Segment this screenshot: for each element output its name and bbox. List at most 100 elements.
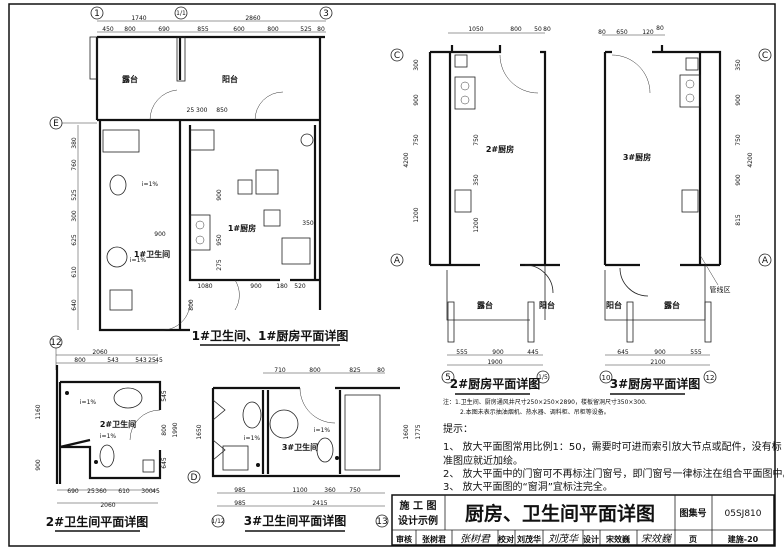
dim: 300: [413, 59, 420, 71]
room-label: 阳台: [539, 300, 555, 310]
axis-label: 1/12: [211, 518, 225, 525]
note-item: 2、 放大平面中的门窗可不再标注门窗号，即门窗号一律标注在组合平面图中。: [443, 467, 784, 480]
notes: 注：1.卫生间、厨房通风井尺寸250×250×2890，楼板留洞尺寸350×30…: [443, 398, 784, 493]
room-label: 3#厨房: [623, 152, 651, 162]
dim: 445: [527, 349, 539, 356]
bathtub: [344, 394, 381, 471]
dim: 1200: [413, 207, 420, 222]
plan-title: 3#卫生间平面详图: [244, 513, 346, 528]
washbasin-round: [269, 409, 299, 439]
dim: 520: [294, 283, 306, 290]
room-label: 露台: [477, 300, 493, 310]
dim: 750: [473, 134, 480, 146]
dim: 600: [233, 26, 245, 33]
room-label: 露台: [122, 74, 138, 84]
dim: 2100: [650, 359, 665, 366]
axis-label: D: [191, 473, 198, 483]
note-small: 注：1.卫生间、厨房通风井尺寸250×250×2890，楼板留洞尺寸350×30…: [443, 398, 647, 406]
dim: 900: [492, 349, 504, 356]
sink: [454, 189, 472, 213]
dim: 800: [74, 357, 86, 364]
designer-signature: 宋效巍: [641, 533, 673, 545]
stove: [454, 76, 476, 110]
dim: 2060: [92, 349, 107, 356]
dim: 1080: [197, 283, 212, 290]
dim: 1775: [415, 424, 422, 439]
washbasin: [242, 401, 262, 429]
design-label: 设计: [583, 534, 599, 544]
dim: 825: [349, 367, 361, 374]
axis-label: C: [394, 51, 400, 61]
dim: 1990: [172, 422, 179, 437]
flue-icon: [300, 133, 314, 147]
slope: i=1%: [130, 257, 147, 264]
dim: 800: [309, 367, 321, 374]
note-item: 1、 放大平面图常用比例1：50，需要时可进而索引放大节点或配件，没有标: [443, 440, 782, 453]
toilet: [99, 444, 115, 468]
note-small: 2.本图未表示抽油烟机、热水器、调料柜、吊柜等设备。: [460, 408, 610, 416]
dim: 80: [317, 26, 325, 33]
plan-3-bathroom: 710 800 825 80 3#卫生间 i=1% i=1% D 1650 16…: [187, 367, 422, 532]
dim: 800: [161, 424, 168, 436]
dim: 850: [216, 107, 228, 114]
dim: 50: [534, 26, 542, 33]
plan-1-bath-kitchen: 1 1/1 3 E 1740 2860 450 800 690 855 600 …: [49, 6, 348, 346]
dim: 525: [300, 26, 312, 33]
dim: 625: [71, 234, 78, 246]
dim: 45: [155, 357, 163, 364]
dim: 555: [456, 349, 468, 356]
room-label: 2#卫生间: [100, 419, 136, 429]
axis-label: 3: [323, 9, 329, 19]
axis-label: 1/5: [538, 374, 548, 381]
washbasin: [113, 387, 143, 409]
axis-label: 13: [376, 517, 387, 527]
dim: 1900: [487, 359, 502, 366]
axis-label: E: [53, 119, 59, 129]
plan-title: 3#厨房平面详图: [610, 376, 700, 391]
room-label: 露台: [664, 300, 680, 310]
dim: 4200: [747, 152, 754, 167]
dim: 610: [71, 266, 78, 278]
dim: 80: [377, 367, 385, 374]
dim: 80: [598, 29, 606, 36]
dim: 800: [188, 299, 195, 311]
dim: 2860: [245, 15, 260, 22]
checker-signature: 刘茂华: [548, 533, 579, 545]
washing-machine: [109, 289, 133, 311]
dim: 120: [642, 29, 654, 36]
dim: 760: [71, 159, 78, 171]
dim: 645: [161, 457, 168, 469]
dim: 710: [274, 367, 286, 374]
dim: 45: [152, 488, 160, 495]
plan-title: 2#卫生间平面详图: [46, 514, 148, 529]
dim: 350: [302, 220, 314, 227]
axis-bubbles: 1 1/1 3 E: [49, 6, 333, 130]
dim: 690: [67, 488, 79, 495]
reviewer-name: 张树君: [422, 534, 446, 544]
dim: 690: [158, 26, 170, 33]
check-label: 校对: [498, 534, 514, 544]
reviewer-signature: 张树君: [460, 533, 492, 545]
dim: 2060: [100, 502, 115, 509]
dim: 900: [216, 189, 223, 201]
dim: 350: [735, 59, 742, 71]
toilet: [316, 437, 334, 463]
dim: 800: [510, 26, 522, 33]
dim: 300: [141, 488, 153, 495]
dim: 275: [216, 259, 223, 271]
dim: 25: [87, 488, 95, 495]
stove: [679, 74, 701, 108]
dim: 900: [735, 94, 742, 106]
axis-label: 12: [706, 374, 715, 382]
note-item: 3、 放大平面图的“窗洞”宜标注完全。: [443, 480, 613, 493]
dim: 950: [216, 234, 223, 246]
sink: [681, 189, 699, 213]
dim: 380: [71, 137, 78, 149]
slope: i=1%: [142, 181, 159, 188]
bathtub: [102, 129, 140, 153]
axis-label: C: [762, 51, 768, 61]
dim: 1050: [468, 26, 483, 33]
dim: 750: [735, 134, 742, 146]
dim: 855: [197, 26, 209, 33]
